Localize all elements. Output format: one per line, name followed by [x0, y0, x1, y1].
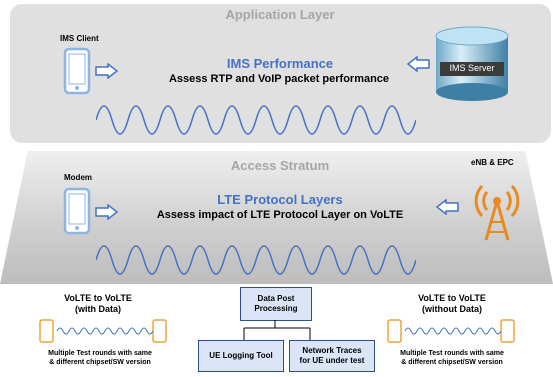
- left-test-note-line1: Multiple Test rounds with same: [48, 350, 152, 357]
- tree-connector: [243, 320, 311, 340]
- modem-phone-icon: [63, 187, 91, 235]
- ims-performance-heading: IMS Performance: [226, 56, 334, 71]
- right-test-note: Multiple Test rounds with same & differe…: [372, 349, 532, 367]
- arrow-left-icon: [435, 199, 459, 215]
- lte-protocol-heading: LTE Protocol Layers: [217, 192, 343, 207]
- left-volte-title-line1: VoLTE to VoLTE: [64, 293, 132, 303]
- antenna-tower-icon: [474, 184, 520, 241]
- ims-performance-subheading: Assess RTP and VoIP packet performance: [168, 73, 390, 85]
- access-stratum-title: Access Stratum: [230, 158, 330, 173]
- left-test-note-line2: & different chipset/SW version: [49, 359, 151, 366]
- right-volte-title-line2: (without Data): [422, 304, 482, 314]
- ims-server-label: IMS Server: [449, 63, 495, 73]
- arrow-left-icon: [406, 56, 430, 72]
- application-layer-title: Application Layer: [225, 7, 335, 22]
- right-test-note-line2: & different chipset/SW version: [401, 359, 503, 366]
- data-post-processing-line1: Data Post: [257, 294, 295, 303]
- arrow-right-icon: [95, 63, 119, 79]
- left-volte-title-line2: (with Data): [75, 304, 121, 314]
- arrow-right-icon: [95, 204, 119, 220]
- left-phone-pair-icon: [39, 319, 167, 343]
- ims-client-label: IMS Client: [60, 34, 99, 43]
- right-volte-title-line1: VoLTE to VoLTE: [418, 293, 486, 303]
- enb-epc-label: eNB & EPC: [471, 158, 514, 167]
- access-stratum-panel: [0, 151, 553, 284]
- left-volte-title: VoLTE to VoLTE (with Data): [38, 293, 158, 315]
- ims-client-phone-icon: [63, 47, 91, 95]
- lte-protocol-subheading: Assess impact of LTE Protocol Layer on V…: [156, 209, 404, 221]
- wave-icon: [96, 245, 416, 275]
- database-icon: [435, 26, 509, 101]
- right-test-note-line1: Multiple Test rounds with same: [400, 350, 504, 357]
- modem-label: Modem: [64, 173, 92, 182]
- left-test-note: Multiple Test rounds with same & differe…: [20, 349, 180, 367]
- network-traces-box: Network Traces for UE under test: [289, 340, 375, 372]
- right-phone-pair-icon: [387, 319, 515, 343]
- network-traces-line1: Network Traces: [302, 346, 362, 355]
- data-post-processing-box: Data Post Processing: [240, 287, 312, 321]
- wave-icon: [96, 105, 416, 135]
- ue-logging-tool-box: UE Logging Tool: [198, 340, 284, 372]
- network-traces-line2: for UE under test: [299, 356, 365, 365]
- right-volte-title: VoLTE to VoLTE (without Data): [392, 293, 512, 315]
- data-post-processing-line2: Processing: [254, 304, 298, 313]
